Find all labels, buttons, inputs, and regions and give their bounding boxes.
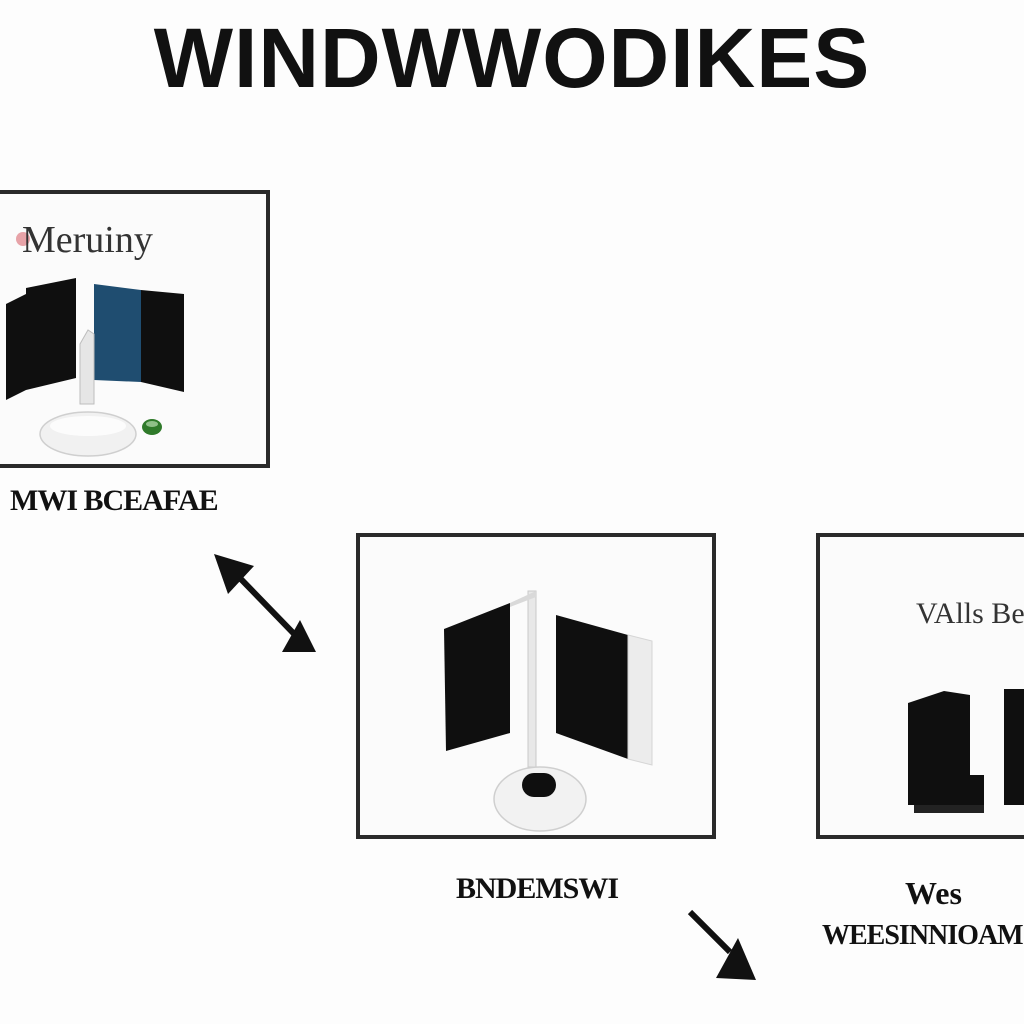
panel-1: Meruiny	[0, 190, 270, 468]
panel-1-heading: Meruiny	[22, 219, 153, 261]
panel-2	[356, 533, 716, 839]
arrow-icon	[214, 554, 316, 652]
panel-3-caption-top: Wes	[905, 875, 962, 911]
window-icon	[6, 278, 184, 457]
window-icon	[908, 689, 1024, 813]
pink-dot-icon	[16, 232, 30, 246]
arrow-icon	[687, 909, 756, 980]
panel-1-caption: MWI BCEAFAE	[10, 484, 219, 517]
panel-3: VAlls Be	[816, 533, 1024, 839]
panel-3-caption: WEESINNIOAM	[822, 920, 1024, 951]
diagram-title: WINDWWODIKES	[153, 11, 871, 105]
panel-3-heading: VAlls Be	[916, 597, 1024, 630]
window-icon	[444, 590, 653, 832]
panel-2-caption: BNDEMSWI	[456, 872, 619, 905]
